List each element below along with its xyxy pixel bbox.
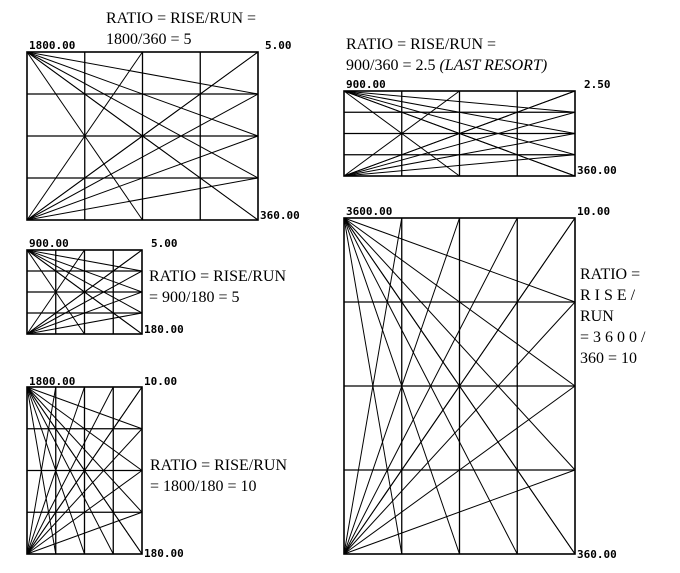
caption-ratio-900-360: RATIO = RISE/RUN = 900/360 = 2.5 (LAST R… xyxy=(346,34,547,76)
bottom-right-value: 360.00 xyxy=(577,164,617,177)
panel-grid xyxy=(343,217,576,555)
fan-line xyxy=(343,217,518,555)
caption-line: RATIO = RISE/RUN xyxy=(149,268,287,285)
fan-line xyxy=(343,133,576,177)
caption-line: RATIO = RISE/RUN xyxy=(150,457,288,474)
fan-line xyxy=(26,249,85,335)
top-left-value: 3600.00 xyxy=(346,205,392,218)
fan-line xyxy=(26,135,259,221)
fan-line xyxy=(343,385,576,555)
fan-line xyxy=(343,90,576,113)
fan-line xyxy=(26,386,85,555)
caption-line: 1800/360 = 5 xyxy=(106,31,192,48)
fan-line xyxy=(26,270,143,335)
caption-ratio-3600-360: RATIO = R I S E / RUN = 3 6 0 0 / 360 = … xyxy=(580,264,645,369)
fan-line xyxy=(343,469,576,555)
top-left-value: 900.00 xyxy=(29,237,69,250)
panel-grid xyxy=(26,51,259,221)
fan-line xyxy=(343,90,576,156)
fan-line xyxy=(343,217,576,471)
fan-line xyxy=(343,111,576,177)
caption-line: R I S E / xyxy=(580,287,636,304)
fan-line xyxy=(26,249,143,314)
caption-line: = 3 6 0 0 / xyxy=(580,329,646,346)
top-right-value: 5.00 xyxy=(265,39,292,52)
top-right-value: 2.50 xyxy=(584,78,611,91)
fan-line xyxy=(26,93,259,221)
fan-line xyxy=(343,217,576,303)
bottom-right-value: 180.00 xyxy=(144,547,184,560)
bottom-right-value: 180.00 xyxy=(144,323,184,336)
fan-line xyxy=(26,51,143,221)
fan-line xyxy=(26,386,143,513)
fan-line xyxy=(343,217,460,555)
top-right-value: 5.00 xyxy=(151,237,178,250)
fan-line xyxy=(26,291,143,335)
fan-line xyxy=(26,386,143,471)
fan-line xyxy=(26,249,143,293)
top-left-value: 1800.00 xyxy=(29,39,75,52)
caption-line: = 900/180 = 5 xyxy=(149,289,240,306)
fan-line xyxy=(26,470,143,555)
caption-line: = 1800/180 = 10 xyxy=(150,478,257,495)
ratio-panel-1800-over-180: 1800.00 10.00 180.00 xyxy=(26,375,184,560)
caption-line: RUN xyxy=(580,308,614,325)
fan-line xyxy=(343,90,576,134)
caption-line: 360 = 10 xyxy=(580,350,638,367)
caption-line: RATIO = RISE/RUN = xyxy=(106,10,257,27)
fan-line xyxy=(26,386,143,430)
fan-line xyxy=(26,312,143,335)
fan-line xyxy=(343,154,576,177)
ratio-panel-900-over-180: 900.00 5.00 180.00 xyxy=(26,237,184,336)
fan-line xyxy=(26,51,259,179)
fan-line xyxy=(26,249,143,272)
fan-line xyxy=(26,428,143,555)
caption-note: (LAST RESORT) xyxy=(439,57,548,74)
panel-grid xyxy=(343,90,576,177)
fan-line xyxy=(26,177,259,221)
ratio-panel-1800-over-360: 1800.00 5.00 360.00 xyxy=(26,39,300,222)
fan-line xyxy=(26,386,114,555)
fan-line xyxy=(26,51,259,221)
caption-ratio-900-180: RATIO = RISE/RUN = 900/180 = 5 xyxy=(149,266,286,308)
fan-line xyxy=(343,217,403,555)
top-left-value: 900.00 xyxy=(346,78,386,91)
fan-line xyxy=(26,386,57,555)
top-right-value: 10.00 xyxy=(144,375,177,388)
top-left-value: 1800.00 xyxy=(29,375,75,388)
fan-line xyxy=(26,511,143,555)
caption-ratio-1800-180: RATIO = RISE/RUN = 1800/180 = 10 xyxy=(150,455,287,497)
fan-line xyxy=(26,386,143,555)
bottom-right-value: 360.00 xyxy=(577,548,617,561)
fan-line xyxy=(343,301,576,555)
panel-grid xyxy=(26,249,143,335)
panel-grid xyxy=(26,386,143,555)
caption-value: 900/360 = 2.5 xyxy=(346,57,440,74)
fan-line xyxy=(26,249,143,335)
fan-line xyxy=(343,90,460,177)
bottom-right-value: 360.00 xyxy=(260,209,300,222)
top-right-value: 10.00 xyxy=(577,205,610,218)
fan-line xyxy=(343,217,576,387)
fan-line xyxy=(343,90,576,177)
ratio-panel-3600-over-360: 3600.00 10.00 360.00 xyxy=(343,205,617,561)
fan-line xyxy=(343,217,576,555)
ratio-panel-900-over-360: 900.00 2.50 360.00 xyxy=(343,78,617,177)
fan-line xyxy=(26,51,259,137)
caption-line: RATIO = RISE/RUN = xyxy=(346,36,497,53)
caption-line: 900/360 = 2.5 (LAST RESORT) xyxy=(346,55,547,76)
fan-line xyxy=(26,51,259,95)
caption-line: RATIO = xyxy=(580,266,641,283)
caption-ratio-1800-360: RATIO = RISE/RUN = 1800/360 = 5 xyxy=(106,8,256,50)
